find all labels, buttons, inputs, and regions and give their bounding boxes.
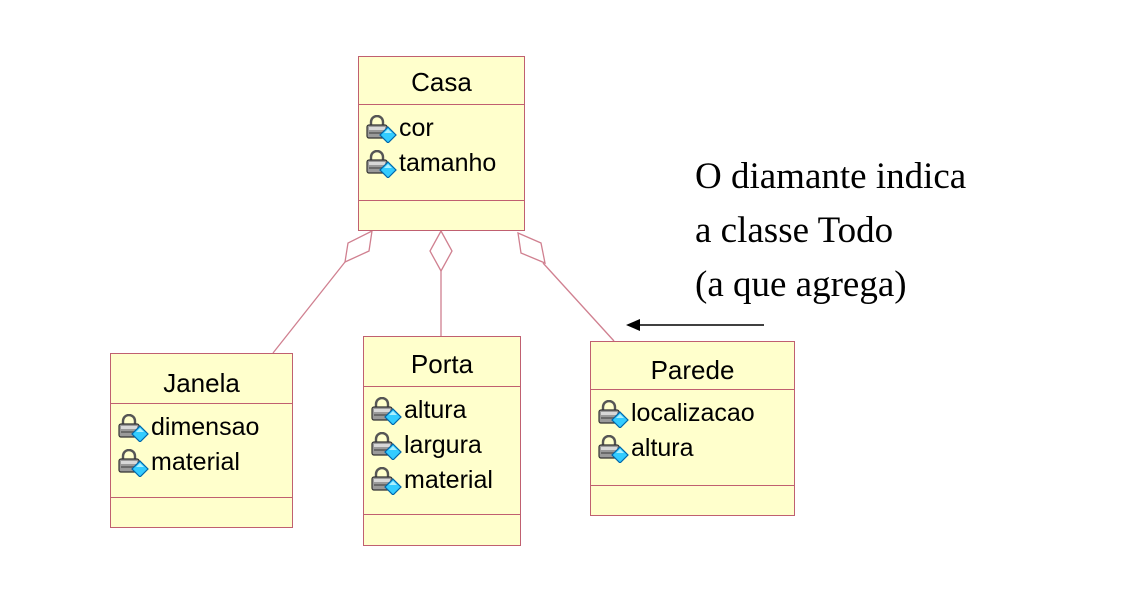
attribute-name: largura xyxy=(404,431,482,459)
class-name-casa: Casa xyxy=(359,57,524,105)
attribute-janela-material[interactable]: material xyxy=(111,445,292,480)
class-name-parede: Parede xyxy=(591,342,794,390)
attribute-name: material xyxy=(404,466,493,494)
aggregation-diamond-parede xyxy=(517,231,546,265)
attribute-name: altura xyxy=(404,396,467,424)
annotation-note: O diamante indica a classe Todo (a que a… xyxy=(695,150,966,312)
class-parede[interactable]: Parede localizacao altura xyxy=(590,341,795,516)
attribute-list-porta: altura largura material xyxy=(364,387,520,515)
attribute-list-parede: localizacao altura xyxy=(591,390,794,486)
note-arrow-head xyxy=(626,319,640,331)
class-name-janela: Janela xyxy=(111,354,292,404)
attribute-name: material xyxy=(151,448,240,476)
class-casa[interactable]: Casa cor tamanho xyxy=(358,56,525,231)
private-attribute-lock-icon xyxy=(370,431,404,460)
attribute-parede-altura[interactable]: altura xyxy=(591,431,794,466)
private-attribute-lock-icon xyxy=(117,413,151,442)
class-janela[interactable]: Janela dimensao material xyxy=(110,353,293,528)
attribute-list-janela: dimensao material xyxy=(111,404,292,498)
attribute-porta-material[interactable]: material xyxy=(364,463,520,498)
attribute-name: tamanho xyxy=(399,149,497,177)
private-attribute-lock-icon xyxy=(597,434,631,463)
class-porta[interactable]: Porta altura largura material xyxy=(363,336,521,546)
attribute-name: cor xyxy=(399,114,434,142)
attribute-name: altura xyxy=(631,434,694,462)
attribute-name: localizacao xyxy=(631,399,755,427)
attribute-name: dimensao xyxy=(151,413,260,441)
attribute-casa-cor[interactable]: cor xyxy=(359,111,524,146)
private-attribute-lock-icon xyxy=(117,448,151,477)
note-line: a classe Todo xyxy=(695,210,894,251)
note-line: O diamante indica xyxy=(695,156,967,197)
private-attribute-lock-icon xyxy=(365,114,399,143)
private-attribute-lock-icon xyxy=(365,149,399,178)
attribute-porta-altura[interactable]: altura xyxy=(364,393,520,428)
note-line: (a que agrega) xyxy=(695,264,907,305)
private-attribute-lock-icon xyxy=(370,396,404,425)
aggregation-diamond-porta xyxy=(429,229,453,273)
aggregation-diamond-janela xyxy=(344,229,373,264)
attribute-casa-tamanho[interactable]: tamanho xyxy=(359,146,524,181)
attribute-parede-localizacao[interactable]: localizacao xyxy=(591,396,794,431)
class-name-porta: Porta xyxy=(364,337,520,387)
private-attribute-lock-icon xyxy=(370,466,404,495)
attribute-list-casa: cor tamanho xyxy=(359,105,524,201)
private-attribute-lock-icon xyxy=(597,399,631,428)
aggregation-line-parede xyxy=(542,262,615,342)
attribute-janela-dimensao[interactable]: dimensao xyxy=(111,410,292,445)
attribute-porta-largura[interactable]: largura xyxy=(364,428,520,463)
aggregation-line-janela xyxy=(272,261,346,354)
